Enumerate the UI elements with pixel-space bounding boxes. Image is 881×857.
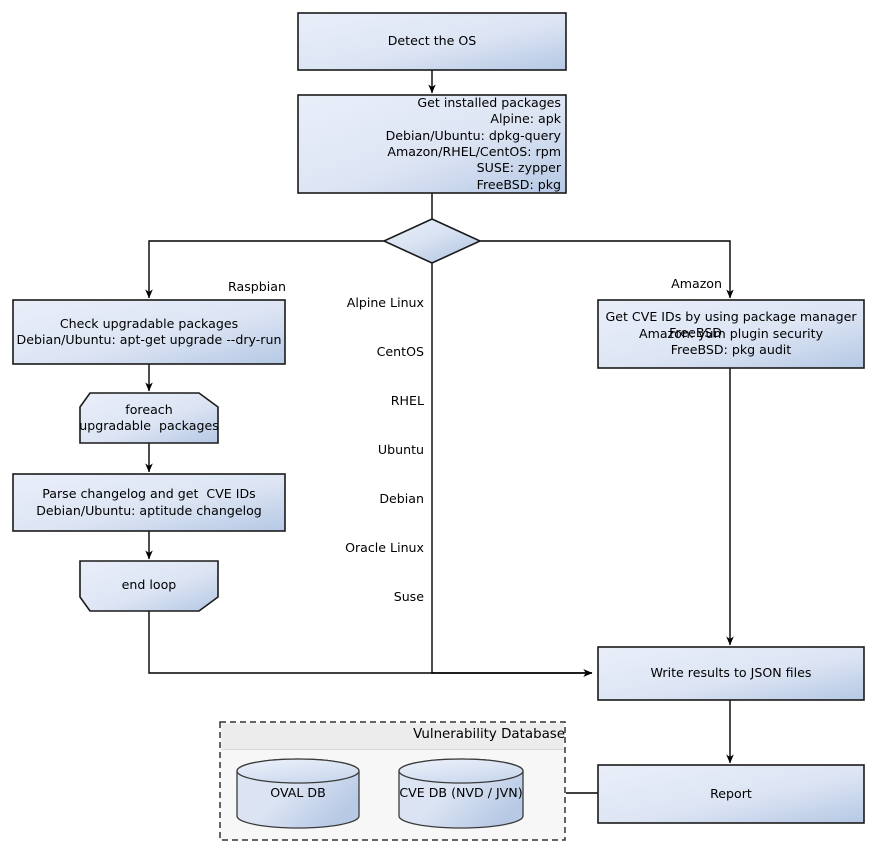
distro-alpine: Alpine Linux <box>346 294 424 310</box>
cve-db-cylinder <box>398 758 524 829</box>
raspbian-text: Raspbian <box>228 279 286 295</box>
vuln-db-title-text: Vulnerability Database <box>413 727 565 742</box>
node-report-shape <box>597 764 865 824</box>
node-get-cve-ids-shape <box>597 299 865 369</box>
node-foreach-shape <box>79 392 219 444</box>
node-end-loop-shape <box>79 560 219 612</box>
node-get-installed-packages-shape <box>297 94 567 194</box>
node-detect-os-shape <box>297 12 567 71</box>
distro-rhel: RHEL <box>390 392 424 408</box>
node-decision-shape <box>382 218 482 264</box>
distro-centos: CentOS <box>376 343 424 359</box>
node-write-results-shape <box>597 646 865 701</box>
distro-ubuntu: Ubuntu <box>377 441 424 457</box>
distro-oracle: Oracle Linux <box>345 540 424 556</box>
oval-db-cylinder <box>236 758 360 829</box>
distro-debian: Debian <box>379 491 424 507</box>
edge-label-distros: Alpine Linux CentOS RHEL Ubuntu Debian O… <box>224 262 424 638</box>
edge-label-amazon-freebsd: Amazon FreeBSD <box>572 243 722 374</box>
node-check-upgradable-shape <box>12 299 286 365</box>
node-parse-changelog-shape <box>12 473 286 532</box>
vulnerability-database-title: Vulnerability Database <box>222 727 565 742</box>
branch-freebsd: FreeBSD <box>669 324 722 340</box>
edge-label-raspbian: Raspbian <box>149 263 349 312</box>
branch-amazon: Amazon <box>671 275 722 291</box>
distro-suse: Suse <box>393 589 424 605</box>
